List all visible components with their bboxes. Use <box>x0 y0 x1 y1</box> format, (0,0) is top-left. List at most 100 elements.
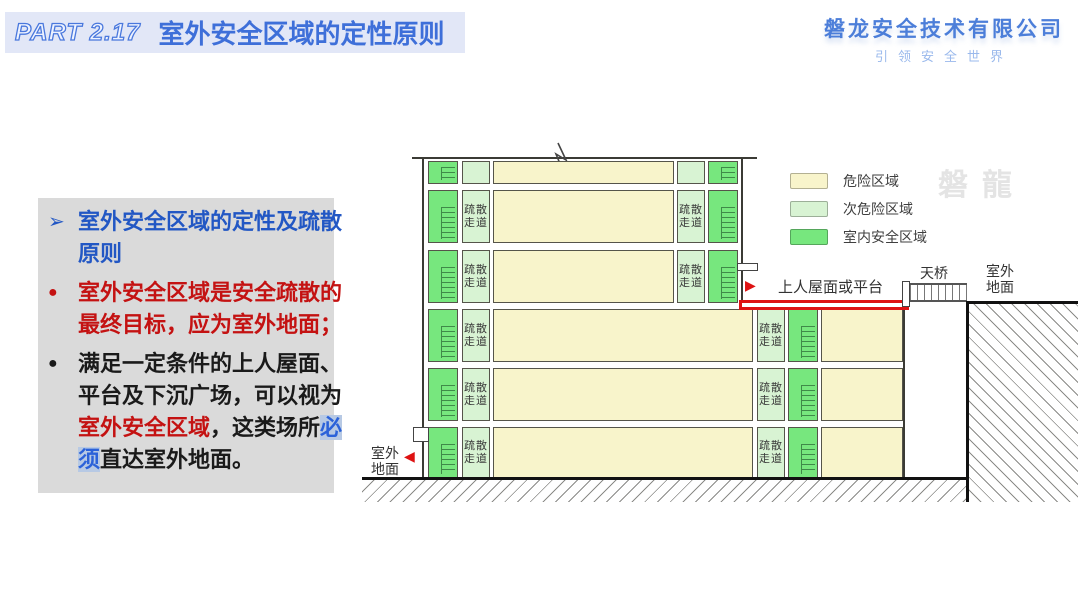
break-line-mark <box>554 142 568 177</box>
floor-podium-1-sub-cell: 疏散 走道 <box>462 427 490 478</box>
roof-platform-arrow-icon: ▶ <box>745 277 756 293</box>
elevated-ground <box>966 301 1078 502</box>
stair-icon <box>801 326 815 358</box>
floor-upper-1-hazard-cell <box>493 250 674 303</box>
ground-left-arrow-icon: ◀ <box>404 448 415 464</box>
bullet-icon: ● <box>48 284 58 301</box>
floor-upper-partial-sub-cell <box>677 161 705 184</box>
ground-hatch <box>362 480 966 502</box>
roof-platform-label: 上人屋面或平台 <box>778 279 884 296</box>
corridor-label: 疏散 走道 <box>464 322 488 348</box>
floor-upper-2-hazard-cell <box>493 190 674 243</box>
key-point-line: 平台及下沉广场，可以视为 <box>78 383 343 408</box>
floor-upper-1-sub-cell: 疏散 走道 <box>462 250 490 303</box>
key-point-line: 室外安全区域，这类场所必 <box>78 415 343 440</box>
legend-label: 次危险区域 <box>843 201 913 217</box>
watermark-text: 磐龍 <box>938 169 1026 202</box>
floor-podium-1-safe-cell <box>428 427 458 478</box>
legend-swatch <box>790 201 828 217</box>
corridor-label: 疏散 走道 <box>759 439 783 465</box>
floor-upper-partial-safe-cell <box>428 161 458 184</box>
floor-upper-2-sub-cell: 疏散 走道 <box>677 190 705 243</box>
wall-left <box>422 158 424 479</box>
ground-exit-step <box>413 427 429 442</box>
floor-upper-1-safe-cell <box>428 250 458 303</box>
ground-line <box>362 477 966 480</box>
floor-upper-2-safe-cell <box>428 190 458 243</box>
legend-swatch <box>790 173 828 189</box>
corridor-label: 疏散 走道 <box>679 203 703 229</box>
bullet-icon: ➢ <box>48 211 65 233</box>
sky-bridge <box>910 283 967 302</box>
corridor-label: 疏散 走道 <box>759 381 783 407</box>
floor-podium-1-hazard-cell <box>493 427 753 478</box>
part-number-label: PART 2.17 <box>14 18 141 46</box>
bridge-label: 天桥 <box>920 265 948 281</box>
floor-upper-partial-sub-cell <box>462 161 490 184</box>
key-point-line: 室外安全区域是安全疏散的 <box>78 280 343 305</box>
corridor-label: 疏散 走道 <box>464 381 488 407</box>
floor-podium-3-hazard-cell <box>493 309 753 362</box>
floor-upper-1-sub-cell: 疏散 走道 <box>677 250 705 303</box>
ground-right-label: 室外地面 <box>986 263 1014 295</box>
wall-podium-right <box>903 309 905 479</box>
roof-line <box>412 157 757 159</box>
legend-item: 室内安全区域 <box>790 228 927 246</box>
company-logo: 磐龙安全技术有限公司 引领安全世界 <box>824 13 1064 65</box>
floor-podium-2-sub-cell: 疏散 走道 <box>757 368 785 421</box>
stair-icon <box>441 326 455 358</box>
key-point-2: ● 室外安全区域是安全疏散的最终目标，应为室外地面； <box>48 277 342 341</box>
floor-podium-3-sub-cell: 疏散 走道 <box>462 309 490 362</box>
key-point-line: 原则 <box>78 241 123 266</box>
key-point-3: ● 满足一定条件的上人屋面、平台及下沉广场，可以视为室外安全区域，这类场所必须直达… <box>48 348 343 476</box>
title-bar: PART 2.17 室外安全区域的定性原则 <box>5 12 465 53</box>
floor-podium-3-sub-cell: 疏散 走道 <box>757 309 785 362</box>
floor-podium-2-safe-cell <box>788 368 818 421</box>
roof-platform-highlight <box>739 300 909 310</box>
floor-podium-1-hazard-cell <box>821 427 903 478</box>
bullet-icon: ● <box>48 355 58 372</box>
stair-icon <box>801 443 815 474</box>
corridor-label: 疏散 走道 <box>679 263 703 289</box>
floor-podium-2-safe-cell <box>428 368 458 421</box>
floor-podium-3-hazard-cell <box>821 309 903 362</box>
stair-icon <box>721 166 735 180</box>
stair-icon <box>441 267 455 299</box>
canopy <box>737 263 758 271</box>
key-point-line: 室外安全区域的定性及疏散 <box>78 209 343 234</box>
corridor-label: 疏散 走道 <box>464 439 488 465</box>
legend-label: 危险区域 <box>843 173 899 189</box>
stair-icon <box>441 385 455 417</box>
corridor-label: 疏散 走道 <box>464 203 488 229</box>
corridor-label: 疏散 走道 <box>464 263 488 289</box>
floor-podium-1-safe-cell <box>788 427 818 478</box>
legend-label: 室内安全区域 <box>843 229 927 245</box>
key-point-1: ➢ 室外安全区域的定性及疏散原则 <box>48 206 342 270</box>
legend-item: 次危险区域 <box>790 200 913 218</box>
floor-upper-2-safe-cell <box>708 190 738 243</box>
stair-icon <box>441 166 455 180</box>
floor-podium-3-safe-cell <box>428 309 458 362</box>
key-points-panel: ➢ 室外安全区域的定性及疏散原则 ● 室外安全区域是安全疏散的最终目标，应为室外地面；… <box>38 198 343 493</box>
legend-swatch <box>790 229 828 245</box>
ground-left-label: 室外地面 <box>371 445 399 477</box>
stair-icon <box>721 207 735 239</box>
floor-upper-partial-hazard-cell <box>493 161 674 184</box>
company-slogan: 引领安全世界 <box>874 49 1013 64</box>
floor-podium-1-sub-cell: 疏散 走道 <box>757 427 785 478</box>
key-point-line: 满足一定条件的上人屋面、 <box>78 351 343 376</box>
stair-icon <box>721 267 735 299</box>
legend-item: 危险区域 <box>790 172 899 190</box>
corridor-label: 疏散 走道 <box>759 322 783 348</box>
floor-podium-2-sub-cell: 疏散 走道 <box>462 368 490 421</box>
floor-podium-2-hazard-cell <box>493 368 753 421</box>
floor-upper-2-sub-cell: 疏散 走道 <box>462 190 490 243</box>
wall-tower-right <box>741 158 743 303</box>
page-title: 室外安全区域的定性原则 <box>158 19 445 49</box>
floor-podium-3-safe-cell <box>788 309 818 362</box>
bridge-post <box>902 281 910 307</box>
stair-icon <box>801 385 815 417</box>
key-point-line: 最终目标，应为室外地面； <box>78 312 343 337</box>
key-point-line: 须直达室外地面。 <box>78 447 255 472</box>
floor-upper-partial-safe-cell <box>708 161 738 184</box>
